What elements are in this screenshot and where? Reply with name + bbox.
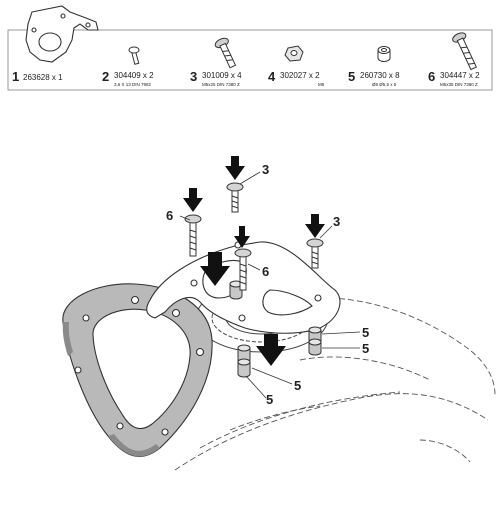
part-1-index: 1 <box>12 69 19 84</box>
parts-panel: 1 263628 x 1 2 304409 x 2 3,6 X 13 DIN 7… <box>7 5 493 91</box>
parts-panel-border <box>7 29 493 91</box>
part-4-code: 302027 x 2 <box>280 71 320 80</box>
bolt-part6-left <box>184 214 202 257</box>
part-2-code: 304409 x 2 <box>114 71 154 80</box>
part-3-index: 3 <box>190 69 197 84</box>
part-3-code: 301009 x 4 <box>202 71 242 80</box>
spacer-b <box>308 338 322 356</box>
callout-6-center: 6 <box>262 264 269 279</box>
callout-3-top: 3 <box>262 162 269 177</box>
spacer-d <box>237 358 251 378</box>
part-3-bolt-icon <box>214 37 237 69</box>
part-6-code: 304447 x 2 <box>440 71 480 80</box>
part-5-code: 260730 x 8 <box>360 71 400 80</box>
callout-6-left: 6 <box>166 208 173 223</box>
callout-5-c: 5 <box>294 378 301 393</box>
assembly-illustration: 3 3 6 6 5 5 5 5 <box>62 156 496 471</box>
arrow-down-icon <box>183 188 203 212</box>
part-6-index: 6 <box>428 69 435 84</box>
spacer-e <box>229 280 243 300</box>
part-2-spec: 3,6 X 13 DIN 7982 <box>114 82 152 87</box>
arrow-down-icon <box>305 214 325 238</box>
leader-lines <box>179 171 361 399</box>
part-4-index: 4 <box>268 69 276 84</box>
part-5-index: 5 <box>348 69 355 84</box>
arrow-down-icon <box>234 226 250 248</box>
arrow-down-icon <box>225 156 245 180</box>
part-4-spec: M5 <box>318 82 325 87</box>
part-2-index: 2 <box>102 69 109 84</box>
callouts: 3 3 6 6 5 5 5 5 <box>166 162 369 407</box>
bolt-part3-right <box>306 238 324 269</box>
bolt-part3-top <box>226 182 244 213</box>
fuel-tank-outline <box>174 297 496 471</box>
callout-5-a: 5 <box>362 325 369 340</box>
part-5-spacer-icon <box>377 46 391 62</box>
arrow-down-large-icon <box>200 252 230 286</box>
part-1-code: 263628 x 1 <box>23 73 63 82</box>
assembly-arrows <box>183 156 325 366</box>
tanklock-ring <box>62 283 213 457</box>
bolt-part6-center <box>234 248 252 291</box>
callout-3-right: 3 <box>333 214 340 229</box>
part-2-screw-icon <box>128 46 140 65</box>
part-6-bolt-icon <box>452 32 477 71</box>
part-5-spec: Ø8 Ø5,5 x 5 <box>372 82 397 87</box>
part-1-flange-icon <box>25 5 99 63</box>
arrow-down-large-icon <box>256 334 286 366</box>
callout-5-d: 5 <box>266 392 273 407</box>
spacers <box>229 280 322 378</box>
part-4-nut-icon <box>284 45 304 62</box>
callout-5-b: 5 <box>362 341 369 356</box>
part-6-spec: M5x35 DIN 7380 Z <box>440 82 478 87</box>
part-3-spec: M5x25 DIN 7380 Z <box>202 82 240 87</box>
